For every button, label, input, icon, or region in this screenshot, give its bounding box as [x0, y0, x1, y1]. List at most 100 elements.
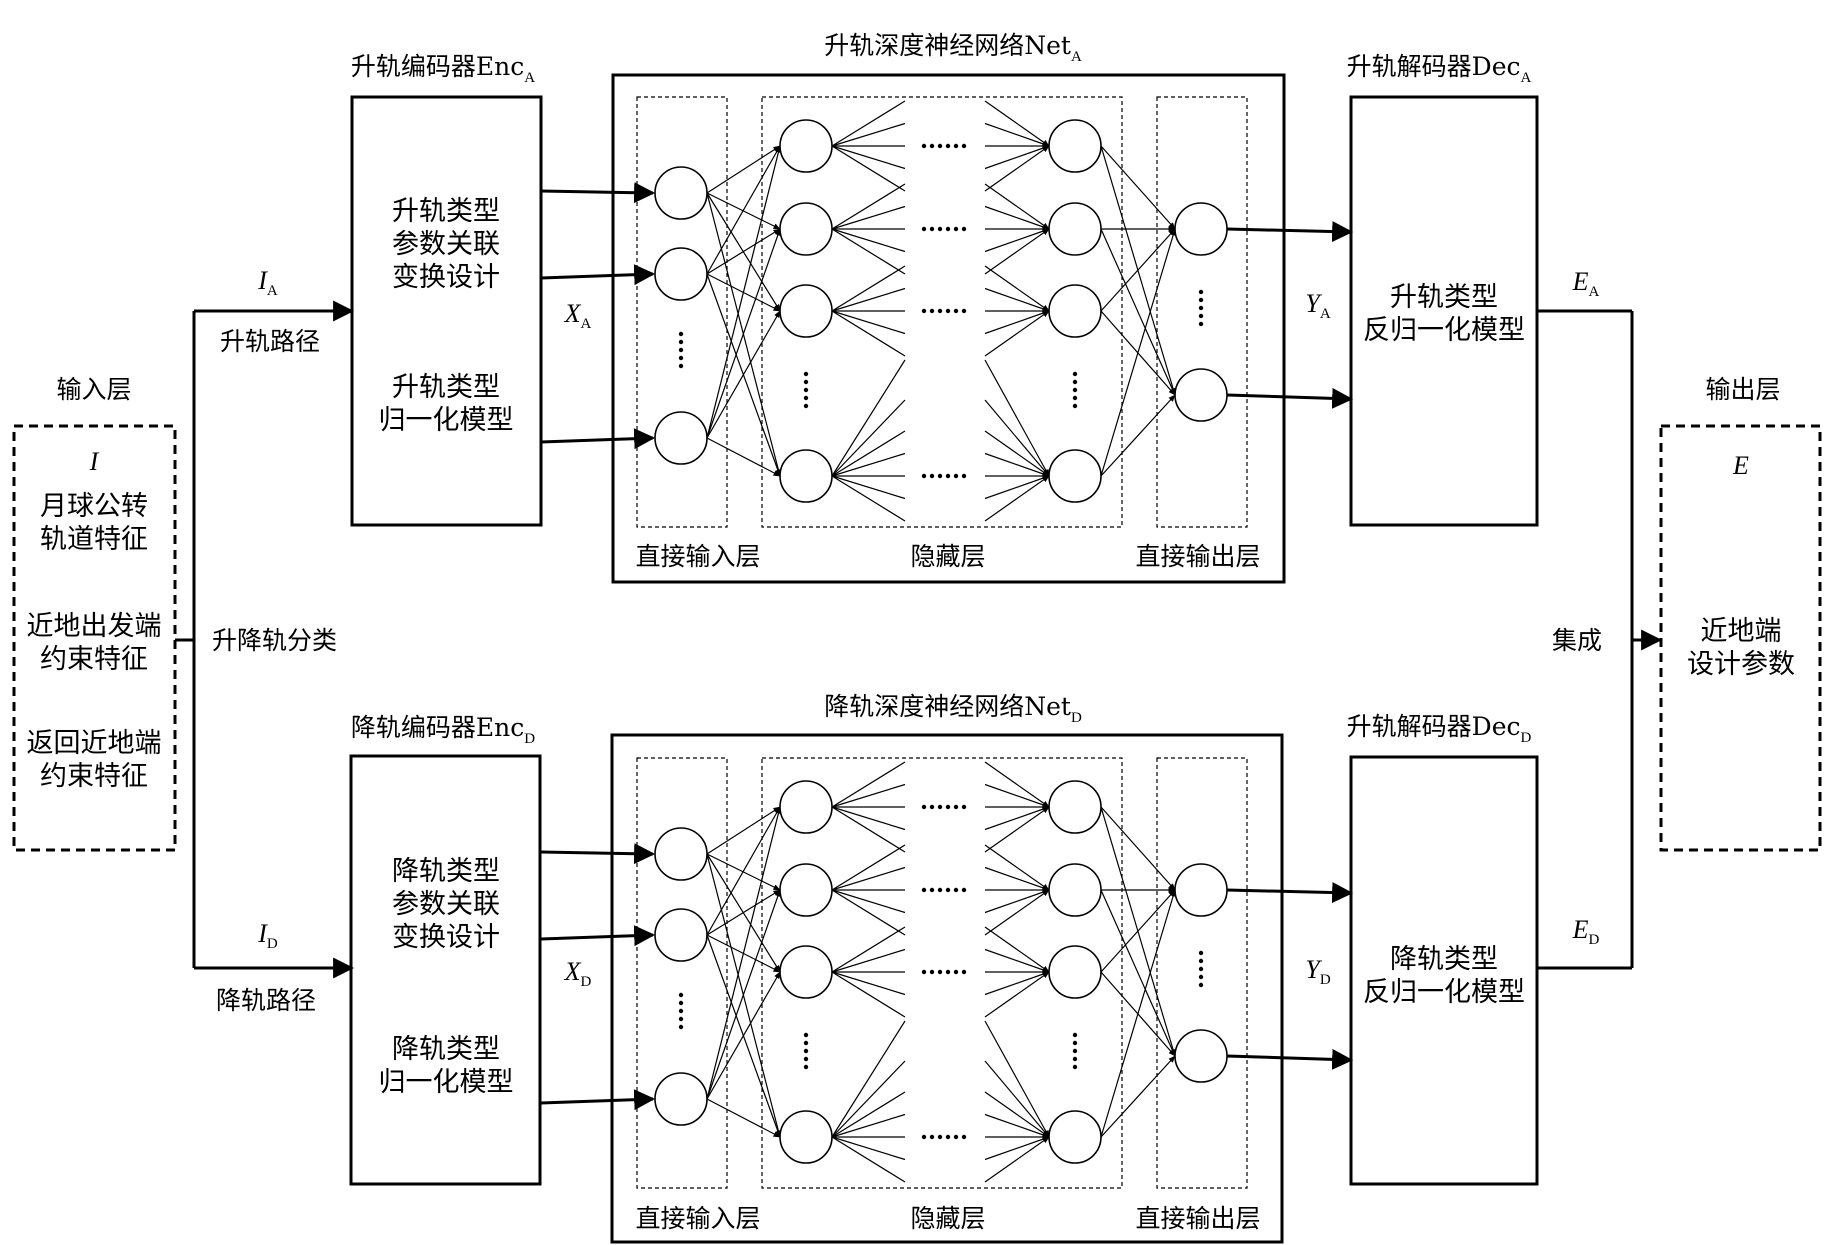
descending-output-layer-label: 直接输出层 — [1135, 1204, 1260, 1233]
ascending-network-box — [611, 73, 1286, 584]
ascending-output-to-decoder-arrow-0 — [1226, 221, 1354, 243]
descending-vertical-ellipsis-0-dot-1 — [678, 1000, 684, 1006]
ascending-fanin-extra-0 — [984, 359, 1050, 477]
ascending-encoder-to-input-arrow-0 — [540, 182, 656, 204]
descending-output-to-decoder-arrow-0 — [1226, 882, 1354, 904]
descending-encoder-to-input-arrow-0 — [540, 843, 656, 865]
descending-horizontal-ellipsis-3-dot-3 — [945, 1134, 951, 1140]
descending-horizontal-ellipsis-1-dot-2 — [937, 887, 943, 893]
descending-vertical-ellipsis-3-dot-4 — [1198, 982, 1204, 988]
ascending-output-layer-label: 直接输出层 — [1135, 542, 1260, 571]
descending-encoder-block1-line3: 变换设计 — [392, 922, 500, 953]
ascending-input-node-1 — [654, 247, 708, 301]
input-feature-2-line1: 近地出发端 — [27, 611, 162, 642]
descending-encoder-to-input-arrow-2 — [540, 1089, 656, 1111]
output-layer-box — [1659, 424, 1822, 852]
descending-horizontal-ellipsis-0-dot-2 — [937, 804, 943, 810]
ascending-fanin-extra-1 — [984, 399, 1050, 477]
output-layer-title: 输出层 — [1705, 375, 1780, 404]
ascending-decoder-line1: 升轨类型 — [1390, 282, 1498, 313]
ascending-fanout-3-1 — [831, 452, 906, 477]
ascending-vertical-ellipsis-0-dot-1 — [678, 339, 684, 345]
ascending-fanout-0-4 — [831, 145, 906, 192]
ascending-encoder-block1-line3: 变换设计 — [392, 262, 500, 293]
ascending-fanout-0-0 — [831, 100, 906, 147]
input-feature-2-line2: 约束特征 — [40, 644, 148, 675]
descending-horizontal-ellipsis-0-dot-0 — [921, 804, 927, 810]
descending-e-var: ED — [1572, 915, 1600, 948]
descending-edge-h2-1-out-1 — [1100, 889, 1176, 1057]
ascending-horizontal-ellipsis-3-dot-3 — [945, 473, 951, 479]
ascending-e-var: EA — [1572, 267, 1600, 300]
ascending-vertical-ellipsis-1-dot-1 — [803, 379, 809, 385]
descending-fanin-0-0 — [984, 761, 1050, 808]
descending-fanin-0-3 — [984, 806, 1050, 831]
descending-fanin-extra-0 — [984, 1020, 1050, 1138]
descending-encoder-to-input-arrow-1 — [540, 925, 656, 947]
ascending-horizontal-ellipsis-1-dot-4 — [953, 226, 959, 232]
descending-path-label: 降轨路径 — [216, 986, 316, 1015]
descending-fanin-1-4 — [984, 889, 1050, 936]
ascending-fanout-3-4 — [831, 475, 906, 522]
descending-edge-in-1-h1-0 — [706, 806, 781, 936]
descending-horizontal-ellipsis-1-dot-4 — [953, 887, 959, 893]
ascending-output-node-0 — [1174, 202, 1228, 256]
descending-encoder-title: 降轨编码器EncD — [351, 713, 535, 747]
ascending-fanout-2-4 — [831, 310, 906, 357]
descending-input-node-1 — [654, 908, 708, 962]
ascending-encoder-to-input-arrow-1 — [540, 264, 656, 286]
ascending-fanout-1-1 — [831, 205, 906, 230]
ascending-network-body — [636, 96, 1248, 528]
descending-hidden1-node-2 — [779, 945, 833, 999]
ascending-horizontal-ellipsis-1-dot-2 — [937, 226, 943, 232]
ascending-hidden1-node-1 — [779, 202, 833, 256]
descending-vertical-ellipsis-3-dot-2 — [1198, 966, 1204, 972]
ascending-input-node-2 — [654, 411, 708, 465]
descending-fanout-extra-0 — [831, 1020, 906, 1138]
ascending-hidden2-node-1 — [1048, 202, 1102, 256]
descending-vertical-ellipsis-2-dot-2 — [1072, 1048, 1078, 1054]
ascending-fanin-1-0 — [984, 183, 1050, 230]
ascending-horizontal-ellipsis-0-dot-5 — [961, 143, 967, 149]
descending-decoder-line2: 反归一化模型 — [1363, 977, 1525, 1008]
descending-fanout-1-0 — [831, 844, 906, 891]
ascending-edge-in-2-h1-1 — [706, 228, 781, 439]
descending-path-labels: ID 降轨路径 — [216, 919, 316, 1015]
ascending-x-var: XA — [564, 299, 592, 332]
ascending-encoder-box — [350, 95, 543, 527]
descending-hidden-layer-label: 隐藏层 — [910, 1204, 985, 1233]
descending-edge-in-2-h1-2 — [706, 971, 781, 1100]
descending-edge-in-2-h1-3 — [706, 1098, 781, 1138]
ascending-fanout-1-3 — [831, 228, 906, 253]
integration-label: 集成 — [1552, 626, 1602, 655]
descending-fanout-2-1 — [831, 948, 906, 973]
descending-vertical-ellipsis-2-dot-4 — [1072, 1064, 1078, 1070]
descending-fanout-2-4 — [831, 971, 906, 1018]
ascending-horizontal-ellipsis-3-dot-4 — [953, 473, 959, 479]
ascending-vertical-ellipsis-3-dot-2 — [1198, 305, 1204, 311]
descending-vertical-ellipsis-2-dot-3 — [1072, 1056, 1078, 1062]
ascending-output-to-decoder-arrow-1 — [1226, 387, 1354, 409]
descending-output-node-1 — [1174, 1029, 1228, 1083]
descending-fanin-3-4 — [984, 1136, 1050, 1183]
descending-horizontal-ellipsis-0-dot-5 — [961, 804, 967, 810]
descending-decoder-line1: 降轨类型 — [1390, 944, 1498, 975]
ascending-encoder-block1-line1: 升轨类型 — [392, 196, 500, 227]
ascending-fanout-2-1 — [831, 287, 906, 312]
ascending-decoder: 升轨解码器DecA 升轨类型 反归一化模型 — [1347, 52, 1539, 527]
ascending-fanout-1-4 — [831, 228, 906, 275]
descending-y-var: YD — [1305, 955, 1330, 988]
output-symbol: E — [1732, 451, 1749, 480]
descending-vertical-ellipsis-0-dot-0 — [678, 992, 684, 998]
ascending-vertical-ellipsis-0-dot-3 — [678, 355, 684, 361]
descending-hidden2-node-0 — [1048, 780, 1102, 834]
descending-horizontal-ellipsis-2-dot-1 — [929, 969, 935, 975]
descending-edge-h2-3-out-1 — [1100, 1055, 1176, 1138]
descending-vertical-ellipsis-0-dot-2 — [678, 1008, 684, 1014]
ascending-fanin-0-1 — [984, 122, 1050, 147]
descending-encoder-box — [349, 754, 542, 1186]
ascending-encoder-block2-line1: 升轨类型 — [392, 372, 500, 403]
ascending-horizontal-ellipsis-3-dot-2 — [937, 473, 943, 479]
descending-input-node-2 — [654, 1072, 708, 1126]
